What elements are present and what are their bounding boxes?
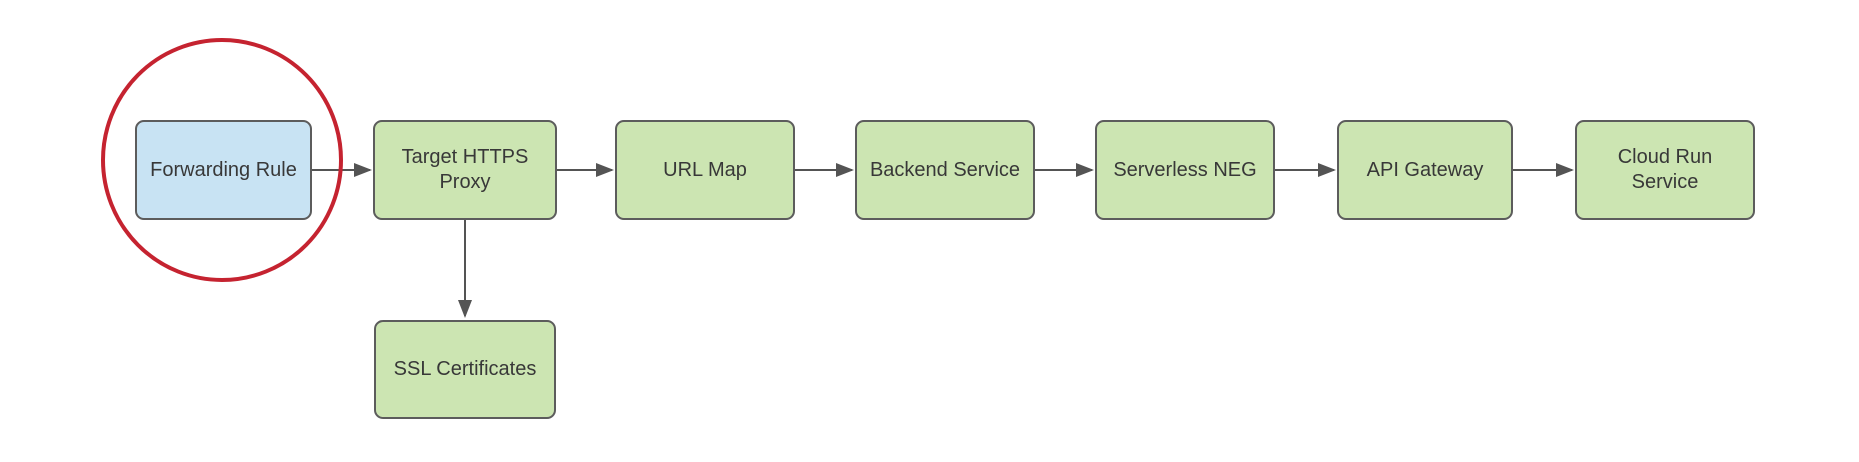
node-ssl-certificates: SSL Certificates [374,320,556,419]
node-api-gateway: API Gateway [1337,120,1513,220]
node-serverless-neg: Serverless NEG [1095,120,1275,220]
node-backend-service: Backend Service [855,120,1035,220]
node-label: Forwarding Rule [150,158,297,181]
node-label: Cloud Run Service [1617,146,1713,193]
node-label: SSL Certificates [393,358,537,380]
node-label: Target HTTPS Proxy [401,146,529,193]
node-label: Serverless NEG [1113,158,1257,181]
node-cloud-run-service: Cloud Run Service [1575,120,1755,220]
node-label: Backend Service [869,158,1021,181]
node-target-https-proxy: Target HTTPS Proxy [373,120,557,220]
node-label: API Gateway [1366,158,1484,181]
node-url-map: URL Map [615,120,795,220]
node-forwarding-rule: Forwarding Rule [135,120,312,220]
node-label: URL Map [663,158,747,181]
